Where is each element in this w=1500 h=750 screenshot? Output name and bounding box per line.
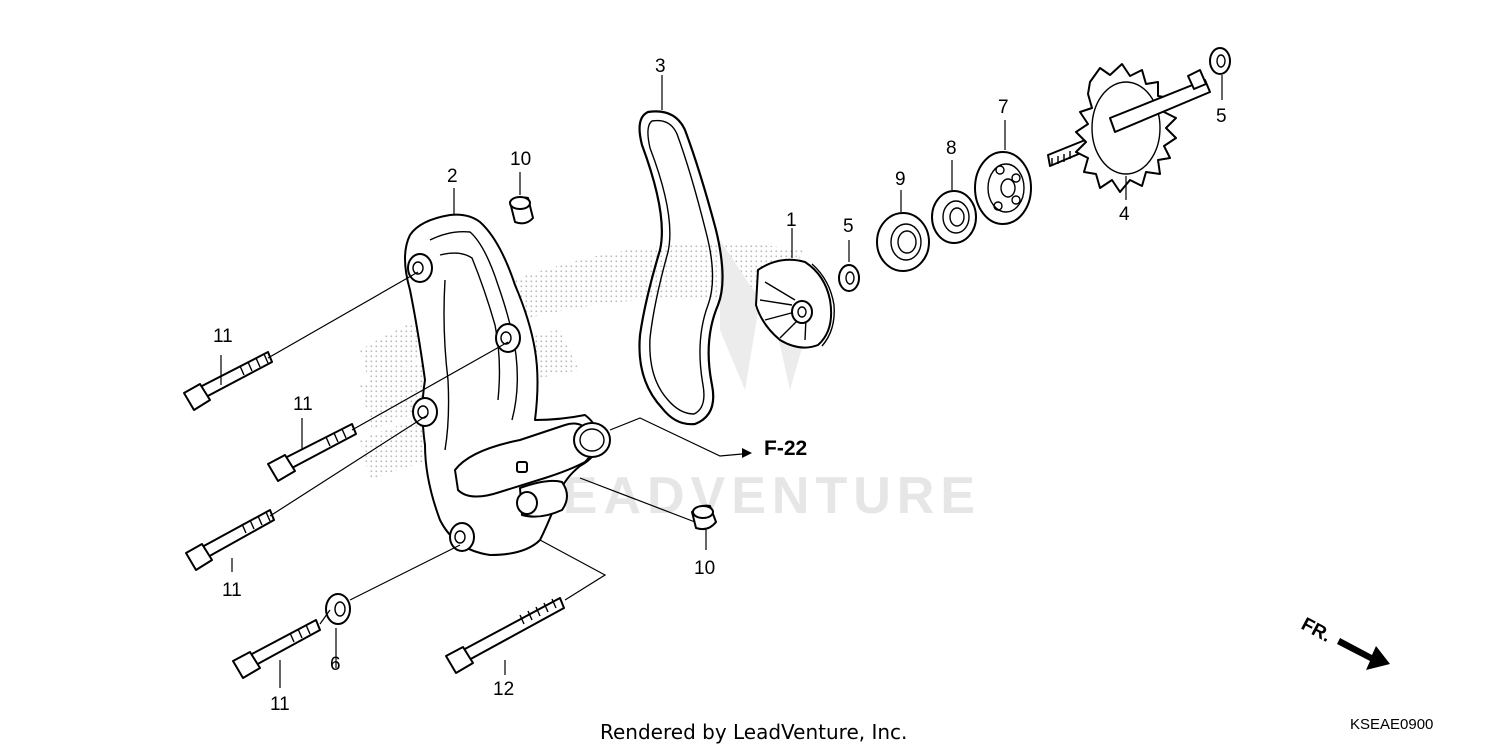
callout-11d: 11 (270, 694, 290, 715)
bolt-11b (267, 423, 357, 482)
direction-label: FR. (1298, 614, 1335, 647)
footer-text: Rendered by LeadVenture, Inc. (600, 720, 907, 744)
callout-12: 12 (493, 679, 514, 700)
callout-8: 8 (946, 138, 957, 159)
ball-bearing (974, 151, 1032, 225)
callout-3: 3 (655, 56, 666, 77)
callout-7: 7 (998, 97, 1009, 118)
watermark-text: LEADVENTURE (525, 467, 981, 525)
front-direction-indicator: FR. (1298, 614, 1390, 670)
reference-label: F-22 (764, 437, 807, 460)
direction-arrow-icon (1337, 638, 1390, 670)
leader-lines (220, 75, 1223, 688)
callout-9: 9 (895, 169, 906, 190)
callout-5a: 5 (843, 216, 854, 237)
callout-1: 1 (786, 210, 797, 231)
dowel-pin-bottom (691, 504, 717, 531)
bolt-11c (185, 509, 275, 571)
bolt-11d (232, 619, 321, 679)
callout-2: 2 (447, 166, 458, 187)
diagram-code: KSEAE0900 (1350, 716, 1433, 733)
callout-11a: 11 (213, 326, 233, 347)
callout-4: 4 (1119, 204, 1130, 225)
water-seal (931, 190, 977, 244)
callout-10a: 10 (510, 149, 531, 170)
callout-11b: 11 (293, 394, 313, 415)
bolt-12 (445, 597, 565, 674)
bolt-11a (183, 351, 273, 411)
water-pump-cover (404, 213, 611, 556)
washer-6 (325, 593, 351, 625)
callout-11c: 11 (222, 580, 242, 601)
callout-6: 6 (330, 654, 341, 675)
impeller (755, 258, 835, 349)
water-pump-shaft (1047, 63, 1211, 193)
callout-5b: 5 (1216, 106, 1227, 127)
oil-seal (876, 212, 930, 272)
washer-5b (1209, 47, 1231, 75)
gasket (638, 110, 724, 426)
dowel-pin-top (509, 196, 534, 225)
callout-10b: 10 (694, 558, 715, 579)
washer-5a (838, 264, 860, 292)
